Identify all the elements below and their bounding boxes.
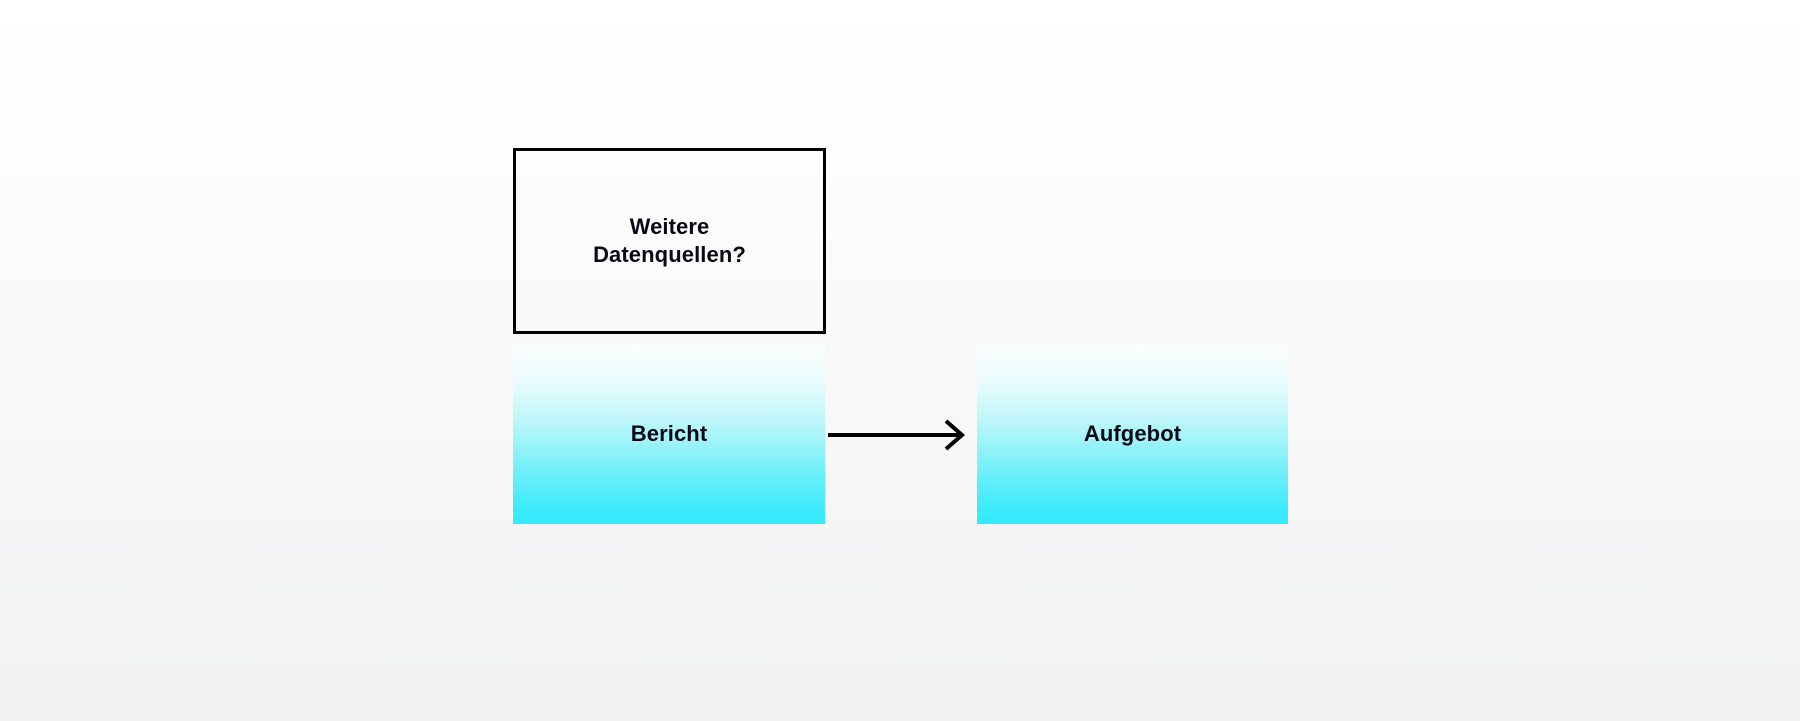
edge-bericht-to-aufgebot	[828, 419, 966, 451]
arrowhead-icon	[944, 419, 966, 451]
node-label-bericht: Bericht	[630, 421, 708, 447]
node-bericht[interactable]: Bericht	[513, 345, 825, 524]
node-label-weitere-datenquellen: Weitere Datenquellen?	[593, 213, 746, 267]
node-weitere-datenquellen[interactable]: Weitere Datenquellen?	[513, 148, 826, 334]
node-aufgebot[interactable]: Aufgebot	[977, 345, 1288, 524]
node-label-aufgebot: Aufgebot	[1083, 421, 1182, 447]
